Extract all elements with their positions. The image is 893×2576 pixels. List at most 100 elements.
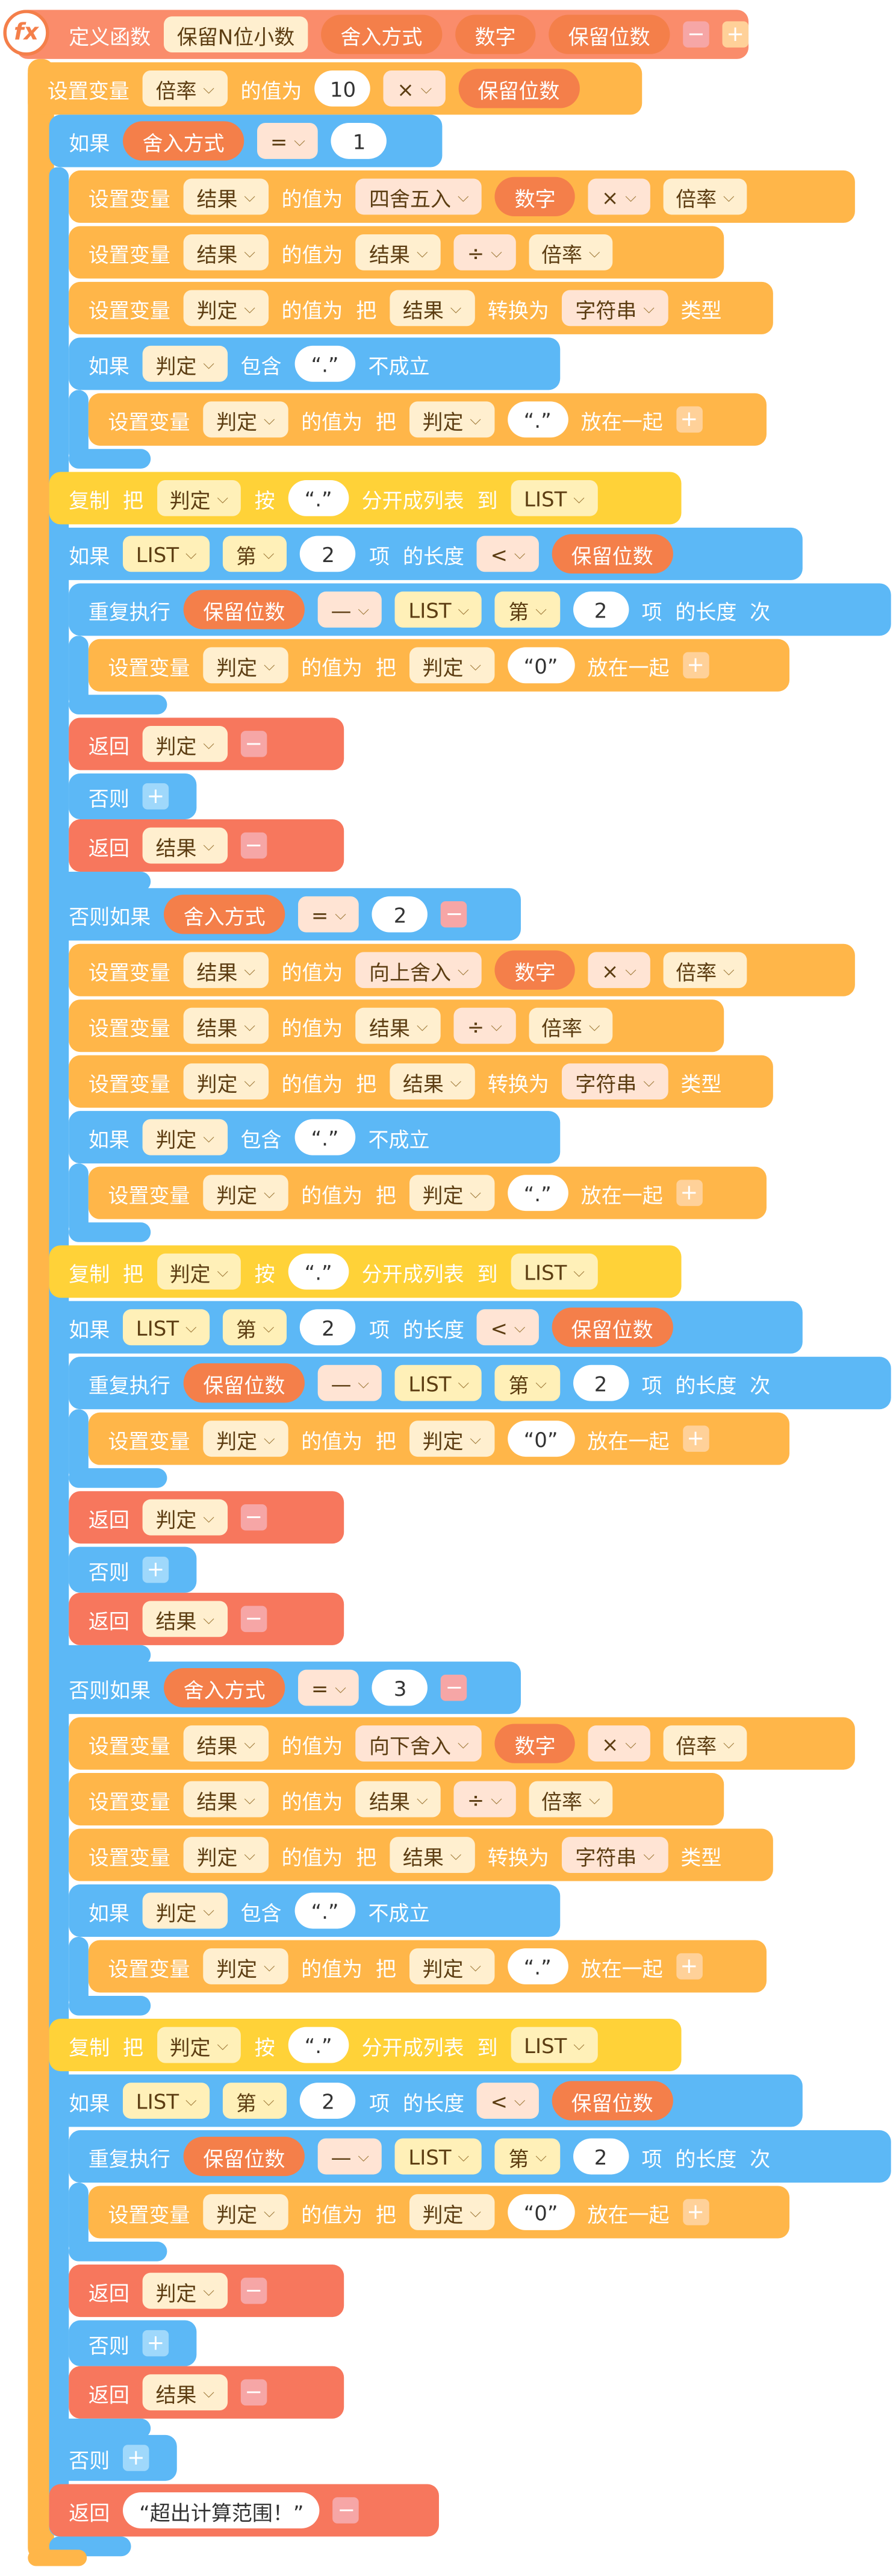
- number-pill[interactable]: 数字: [495, 177, 576, 217]
- rate-dropdown[interactable]: 倍率⌵: [662, 1725, 748, 1762]
- round-mode-pill[interactable]: 舍入方式: [123, 121, 244, 161]
- dot-text-input[interactable]: “.”: [288, 480, 349, 516]
- return-block[interactable]: 返回“超出计算范围！”−: [49, 2484, 439, 2537]
- set-variable-block[interactable]: 设置变量结果⌵的值为向下舍入⌵数字×⌵倍率⌵: [69, 1717, 855, 1770]
- add-item-button[interactable]: +: [682, 1425, 709, 1452]
- index-dropdown[interactable]: 第⌵: [495, 1365, 560, 1401]
- judge-dropdown[interactable]: 判定⌵: [156, 480, 241, 516]
- remove-branch-button[interactable]: −: [441, 901, 468, 928]
- digits-pill[interactable]: 保留位数: [183, 590, 305, 630]
- digits-pill[interactable]: 保留位数: [552, 1307, 673, 1347]
- number-input[interactable]: 2: [573, 2138, 629, 2175]
- operator-dropdown[interactable]: ×⌵: [588, 952, 650, 989]
- operator-dropdown[interactable]: ×⌵: [588, 1725, 650, 1762]
- param-digits[interactable]: 保留位数: [548, 14, 670, 54]
- variable-dropdown[interactable]: 结果⌵: [183, 178, 269, 215]
- dot-text-input[interactable]: “.”: [294, 345, 355, 382]
- judge-dropdown[interactable]: 判定⌵: [142, 1499, 228, 1536]
- variable-dropdown[interactable]: 判定⌵: [203, 1421, 288, 1457]
- variable-dropdown[interactable]: 倍率⌵: [142, 70, 228, 107]
- zero-text-input[interactable]: “0”: [507, 647, 574, 684]
- list-dropdown[interactable]: LIST⌵: [123, 1309, 210, 1346]
- result-dropdown[interactable]: 结果⌵: [142, 2374, 228, 2411]
- result-dropdown[interactable]: 结果⌵: [390, 290, 475, 327]
- number-pill[interactable]: 数字: [495, 1724, 576, 1763]
- result-dropdown[interactable]: 结果⌵: [390, 1063, 475, 1100]
- variable-dropdown[interactable]: 判定⌵: [203, 401, 288, 438]
- else-block[interactable]: 否则+: [49, 2434, 177, 2481]
- if-block[interactable]: 如果判定⌵包含“.”不成立: [69, 1111, 561, 1164]
- variable-dropdown[interactable]: 结果⌵: [183, 234, 269, 270]
- number-input[interactable]: 2: [300, 2083, 356, 2119]
- rate-dropdown[interactable]: 倍率⌵: [528, 234, 614, 270]
- return-block[interactable]: 返回判定⌵−: [69, 717, 344, 771]
- judge-dropdown[interactable]: 判定⌵: [409, 401, 494, 438]
- operator-dropdown[interactable]: —⌵: [317, 2138, 382, 2175]
- set-variable-block[interactable]: 设置变量结果⌵的值为四舍五入⌵数字×⌵倍率⌵: [69, 170, 855, 223]
- result-dropdown[interactable]: 结果⌵: [356, 1007, 441, 1044]
- remove-return-button[interactable]: −: [240, 2277, 267, 2304]
- set-variable-block[interactable]: 设置变量判定⌵的值为把判定⌵“.”放在一起+: [88, 393, 767, 446]
- remove-return-button[interactable]: −: [240, 1504, 267, 1531]
- index-dropdown[interactable]: 第⌵: [223, 2083, 288, 2119]
- add-else-if-button[interactable]: +: [142, 783, 169, 810]
- dot-text-input[interactable]: “.”: [288, 1253, 349, 1290]
- set-variable-block[interactable]: 设置变量判定⌵的值为把判定⌵“0”放在一起+: [88, 639, 790, 692]
- return-block[interactable]: 返回结果⌵−: [69, 1592, 344, 1645]
- variable-dropdown[interactable]: 判定⌵: [183, 1837, 269, 1873]
- set-variable-block[interactable]: 设置变量判定⌵的值为把判定⌵“.”放在一起+: [88, 1166, 767, 1219]
- return-block[interactable]: 返回结果⌵−: [69, 819, 344, 872]
- judge-dropdown[interactable]: 判定⌵: [142, 1892, 228, 1929]
- else-block[interactable]: 否则+: [69, 773, 197, 819]
- variable-dropdown[interactable]: 判定⌵: [203, 1175, 288, 1211]
- out-of-range-text-input[interactable]: “超出计算范围！”: [123, 2492, 320, 2528]
- operator-dropdown[interactable]: <⌵: [477, 536, 539, 572]
- number-input[interactable]: 2: [573, 591, 629, 628]
- remove-param-button[interactable]: −: [683, 21, 709, 48]
- digits-pill[interactable]: 保留位数: [458, 69, 580, 108]
- judge-dropdown[interactable]: 判定⌵: [409, 1421, 494, 1457]
- dot-text-input[interactable]: “.”: [507, 401, 568, 438]
- add-item-button[interactable]: +: [676, 1953, 703, 1980]
- index-dropdown[interactable]: 第⌵: [223, 536, 288, 572]
- return-block[interactable]: 返回判定⌵−: [69, 2265, 344, 2318]
- rate-dropdown[interactable]: 倍率⌵: [528, 1781, 614, 1818]
- variable-dropdown[interactable]: 结果⌵: [183, 1781, 269, 1818]
- operator-dropdown[interactable]: ×⌵: [588, 178, 650, 215]
- operator-dropdown[interactable]: <⌵: [477, 2083, 539, 2119]
- operator-dropdown[interactable]: ÷⌵: [454, 234, 515, 270]
- dot-text-input[interactable]: “.”: [507, 1175, 568, 1211]
- list-dropdown[interactable]: LIST⌵: [511, 1253, 598, 1290]
- rate-dropdown[interactable]: 倍率⌵: [528, 1007, 614, 1044]
- zero-text-input[interactable]: “0”: [507, 2194, 574, 2230]
- add-item-button[interactable]: +: [682, 652, 709, 679]
- judge-dropdown[interactable]: 判定⌵: [142, 1119, 228, 1155]
- remove-return-button[interactable]: −: [240, 832, 267, 859]
- add-item-button[interactable]: +: [676, 406, 703, 433]
- set-variable-block[interactable]: 设置变量判定⌵的值为把结果⌵转换为字符串⌵类型: [69, 1828, 773, 1881]
- if-block[interactable]: 如果判定⌵包含“.”不成立: [69, 1884, 561, 1937]
- type-dropdown[interactable]: 字符串⌵: [562, 290, 668, 327]
- variable-dropdown[interactable]: 结果⌵: [183, 1725, 269, 1762]
- number-input[interactable]: 2: [573, 1365, 629, 1401]
- rate-dropdown[interactable]: 倍率⌵: [662, 178, 748, 215]
- dot-text-input[interactable]: “.”: [507, 1948, 568, 1984]
- judge-dropdown[interactable]: 判定⌵: [142, 725, 228, 762]
- set-variable-block[interactable]: 设置变量判定⌵的值为把结果⌵转换为字符串⌵类型: [69, 281, 773, 334]
- result-dropdown[interactable]: 结果⌵: [356, 234, 441, 270]
- list-dropdown[interactable]: LIST⌵: [395, 591, 482, 628]
- remove-return-button[interactable]: −: [240, 1605, 267, 1633]
- variable-dropdown[interactable]: 判定⌵: [203, 647, 288, 684]
- operator-dropdown[interactable]: ×⌵: [384, 70, 445, 107]
- set-variable-block[interactable]: 设置变量结果⌵的值为结果⌵÷⌵倍率⌵: [69, 999, 724, 1052]
- operator-dropdown[interactable]: =⌵: [257, 123, 319, 159]
- operator-dropdown[interactable]: ÷⌵: [454, 1781, 515, 1818]
- add-else-if-button[interactable]: +: [123, 2445, 149, 2471]
- type-dropdown[interactable]: 字符串⌵: [562, 1837, 668, 1873]
